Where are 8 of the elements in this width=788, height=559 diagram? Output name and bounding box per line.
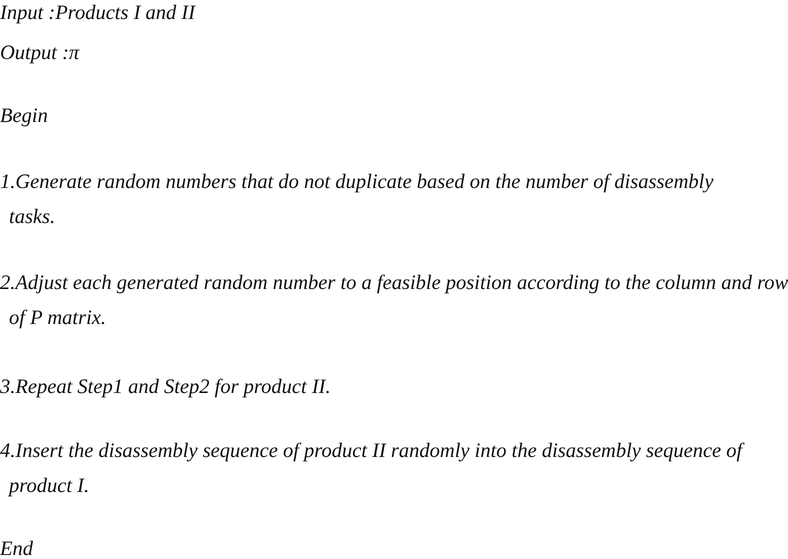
algorithm-line: Input :Products I and II	[0, 1, 197, 26]
algorithm-line: Output :π	[0, 41, 80, 66]
algorithm-line: Begin	[0, 104, 49, 129]
algorithm-line: 2.Adjust each generated random number to a feasible position according to the column and row of P matrix.	[0, 271, 788, 331]
algorithm-line: 4.Insert the disassembly sequence of product II randomly into the disassembly sequence of product I.	[0, 439, 746, 499]
algorithm-line: 3.Repeat Step1 and Step2 for product II.	[0, 375, 332, 400]
algorithm-line: 1.Generate random numbers that do not duplicate based on the number of disassembly tasks.	[0, 170, 714, 230]
algorithm-line: End	[0, 537, 34, 559]
